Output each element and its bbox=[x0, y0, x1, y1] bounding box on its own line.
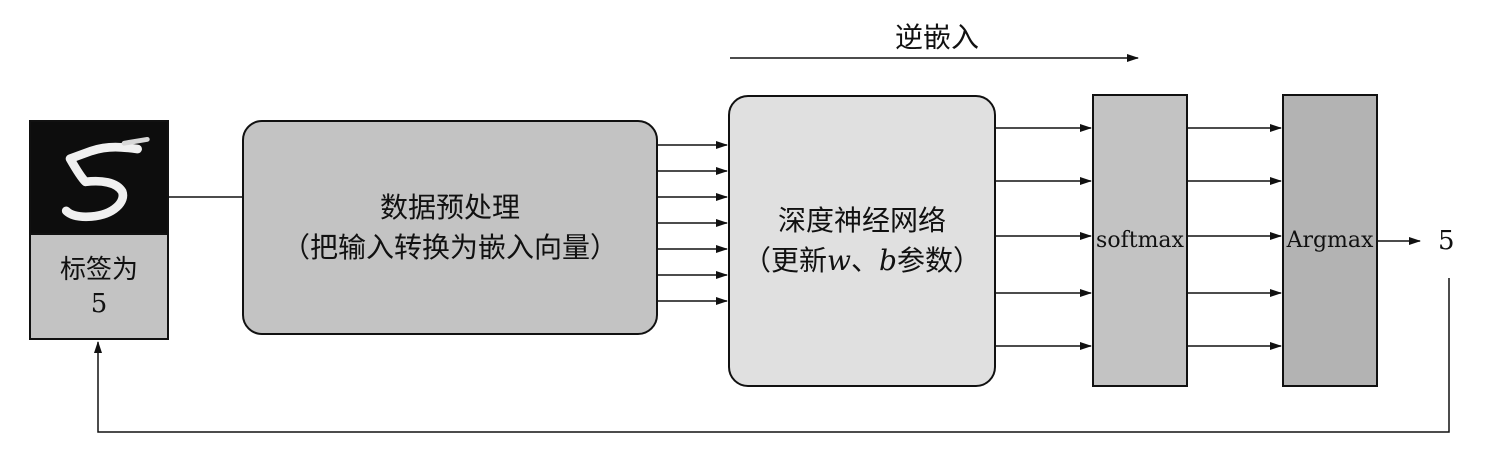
output-value: 5 bbox=[1438, 226, 1455, 256]
feedback-loop-arrow bbox=[94, 278, 1450, 433]
softmax-box: softmax bbox=[1092, 94, 1188, 387]
dnn-subtitle: （更新w、b参数） bbox=[743, 244, 981, 277]
dnn-title: 深度神经网络 bbox=[777, 204, 946, 237]
preprocess-subtitle: （把输入转换为嵌入向量） bbox=[281, 230, 618, 264]
label-value: 5 bbox=[90, 288, 108, 319]
dnn-box: 深度神经网络 （更新w、b参数） bbox=[728, 95, 996, 387]
label-box: 标签为 5 bbox=[29, 235, 169, 340]
argmax-box: Argmax bbox=[1282, 94, 1378, 387]
mnist-digit-image bbox=[29, 120, 169, 235]
label-text: 标签为 bbox=[59, 254, 138, 285]
preprocess-title: 数据预处理 bbox=[379, 190, 520, 224]
inverse-embedding-label: 逆嵌入 bbox=[895, 21, 980, 54]
argmax-label: Argmax bbox=[1286, 228, 1374, 253]
preprocess-box: 数据预处理 （把输入转换为嵌入向量） bbox=[242, 120, 658, 335]
dnn-output-arrows bbox=[996, 124, 1092, 350]
embedding-arrows bbox=[658, 141, 728, 305]
softmax-label: softmax bbox=[1096, 228, 1184, 253]
softmax-output-arrows bbox=[1188, 124, 1282, 350]
digit-five-glyph bbox=[61, 136, 150, 222]
